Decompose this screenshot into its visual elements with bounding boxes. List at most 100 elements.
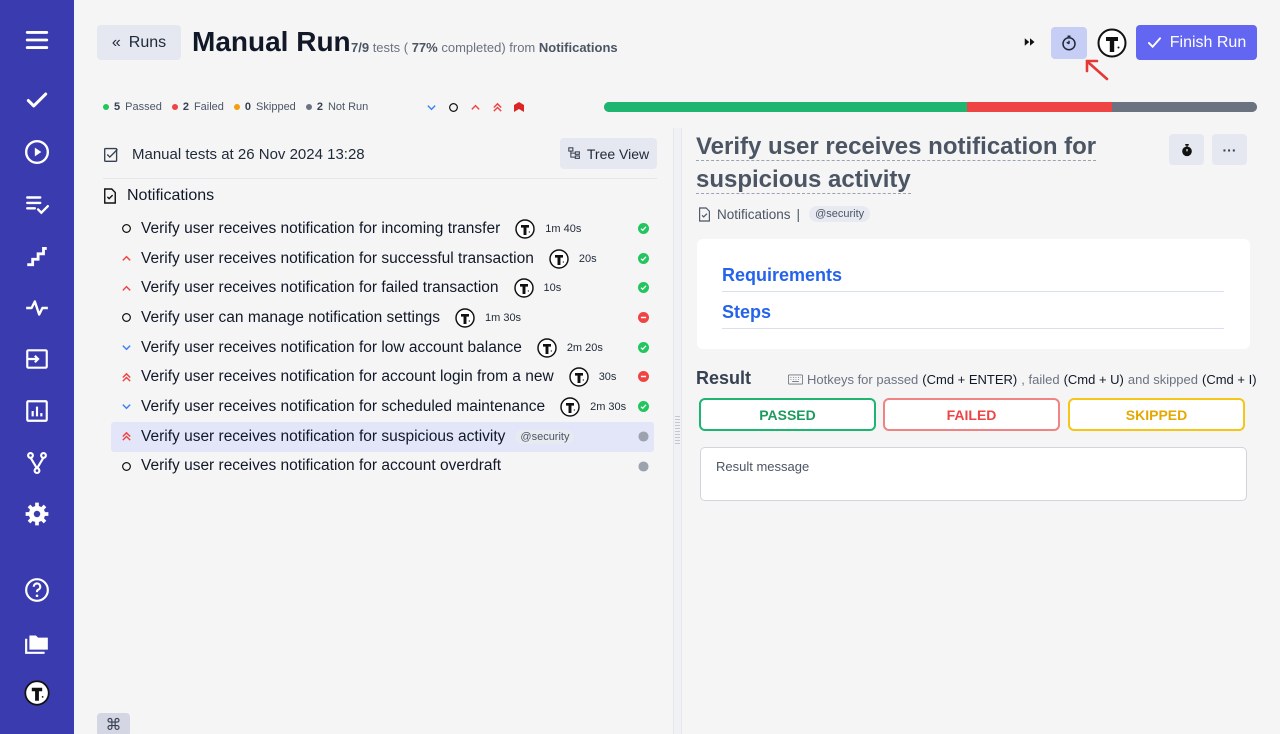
suite-title: Manual tests at 26 Nov 2024 13:28	[103, 146, 365, 163]
requirements-card: Requirements Steps	[697, 239, 1250, 349]
timer-button[interactable]	[1051, 27, 1087, 59]
test-detail-title-text: Verify user receives notification for su…	[696, 133, 1097, 194]
skipped-dot	[233, 104, 240, 110]
status-passed-icon	[638, 401, 649, 413]
test-tag[interactable]: @security	[809, 206, 871, 222]
assignee-avatar-icon	[455, 308, 475, 328]
steps-icon[interactable]	[22, 241, 52, 271]
requirements-link[interactable]: Requirements	[722, 265, 1224, 292]
test-timer-button[interactable]	[1169, 134, 1204, 165]
priority-normal-icon[interactable]	[446, 100, 460, 114]
status-passed-icon	[638, 341, 649, 353]
file-check-icon	[104, 188, 116, 204]
test-title: Verify user receives notification for in…	[141, 219, 501, 237]
assignee-avatar-icon	[515, 219, 535, 239]
hotkey-failed: (Cmd + U)	[1063, 372, 1124, 387]
testomatio-logo-icon[interactable]	[1097, 28, 1127, 58]
import-icon[interactable]	[22, 344, 52, 374]
test-row[interactable]: Verify user receives notification for sc…	[111, 392, 654, 422]
priority-critical-icon[interactable]	[490, 100, 504, 114]
test-detail-title[interactable]: Verify user receives notification for su…	[696, 130, 1166, 196]
pulse-icon[interactable]	[22, 293, 52, 323]
folders-icon[interactable]	[22, 627, 52, 657]
status-passed-icon	[638, 252, 649, 264]
steps-link[interactable]: Steps	[722, 302, 1224, 329]
status-failed-icon	[638, 371, 649, 383]
menu-icon[interactable]	[22, 25, 52, 55]
group-notifications[interactable]: Notifications	[103, 187, 214, 205]
splitter-grip[interactable]	[675, 416, 680, 444]
test-title: Verify user receives notification for su…	[141, 249, 534, 267]
priority-high-icon[interactable]	[468, 100, 482, 114]
keyboard-icon	[788, 374, 803, 385]
priority-high-icon	[119, 252, 133, 266]
priority-normal-icon	[119, 311, 133, 325]
back-to-runs-button[interactable]: « Runs	[97, 25, 181, 60]
suite-title-label: Manual tests at 26 Nov 2024 13:28	[132, 146, 365, 163]
tree-view-button[interactable]: Tree View	[560, 138, 657, 169]
progress-passed	[604, 102, 967, 112]
suite-header: Manual tests at 26 Nov 2024 13:28 Tree V…	[103, 138, 657, 179]
double-chevron-left-icon: «	[111, 33, 121, 51]
progress-not-run	[1111, 102, 1257, 112]
test-duration: 30s	[598, 371, 617, 384]
gear-icon[interactable]	[22, 499, 52, 529]
stat-not-run-count: 2	[316, 101, 323, 113]
assignee-avatar-icon	[513, 278, 534, 298]
assignee-avatar-icon	[537, 337, 557, 358]
analytics-icon[interactable]	[22, 396, 52, 426]
skipped-button[interactable]: SKIPPED	[1068, 398, 1245, 431]
finish-run-label: Finish Run	[1169, 33, 1247, 51]
timer-icon	[1062, 35, 1076, 51]
test-duration: 1m 40s	[545, 222, 582, 235]
command-palette-button[interactable]: ⌘	[97, 713, 130, 734]
tree-view-label: Tree View	[586, 145, 650, 162]
summary-percent: 77%	[411, 40, 438, 55]
test-duration: 10s	[543, 282, 562, 295]
test-row[interactable]: Verify user receives notification for su…	[111, 421, 654, 452]
priority-low-icon[interactable]	[424, 100, 438, 114]
stat-passed-label: Passed	[125, 101, 162, 113]
test-row[interactable]: Verify user receives notification for su…	[111, 244, 654, 274]
test-title: Verify user receives notification for sc…	[141, 397, 546, 415]
checkmark-icon[interactable]	[22, 85, 52, 115]
branch-icon[interactable]	[22, 448, 52, 478]
priority-important-icon[interactable]	[512, 100, 526, 114]
manual-run-icon	[104, 147, 118, 162]
test-row[interactable]: Verify user receives notification for ac…	[111, 452, 654, 482]
test-duration: 2m 30s	[590, 400, 627, 413]
run-summary: 7/9 tests ( 77% completed) from Notifica…	[351, 40, 618, 55]
test-tag[interactable]: @security	[515, 429, 575, 444]
test-title: Verify user can manage notification sett…	[141, 308, 440, 326]
test-row[interactable]: Verify user can manage notification sett…	[111, 303, 654, 333]
help-icon[interactable]	[22, 575, 52, 605]
finish-run-button[interactable]: Finish Run	[1136, 25, 1257, 60]
test-title: Verify user receives notification for fa…	[141, 279, 499, 297]
test-row[interactable]: Verify user receives notification for in…	[111, 214, 654, 244]
more-options-button[interactable]: ···	[1212, 134, 1247, 165]
stat-skipped-count: 0	[244, 101, 252, 113]
status-failed-icon	[638, 312, 649, 324]
failed-button[interactable]: FAILED	[883, 398, 1060, 431]
test-row[interactable]: Verify user receives notification for lo…	[111, 333, 654, 363]
test-row[interactable]: Verify user receives notification for ac…	[111, 362, 654, 392]
checklist-icon[interactable]	[22, 189, 52, 219]
play-circle-icon[interactable]	[22, 137, 52, 167]
file-check-icon	[699, 206, 710, 222]
failed-dot	[171, 104, 178, 110]
fast-forward-icon[interactable]	[1020, 32, 1040, 52]
passed-button[interactable]: PASSED	[699, 398, 876, 431]
result-message-input[interactable]: Result message	[700, 447, 1247, 501]
summary-suite: Notifications	[538, 40, 618, 55]
test-title: Verify user receives notification for su…	[141, 427, 506, 445]
test-row[interactable]: Verify user receives notification for fa…	[111, 273, 654, 303]
test-duration: 20s	[578, 252, 597, 265]
test-suite-name[interactable]: Notifications	[717, 206, 791, 222]
user-avatar-icon[interactable]	[22, 678, 52, 708]
result-label: Result	[696, 368, 752, 388]
